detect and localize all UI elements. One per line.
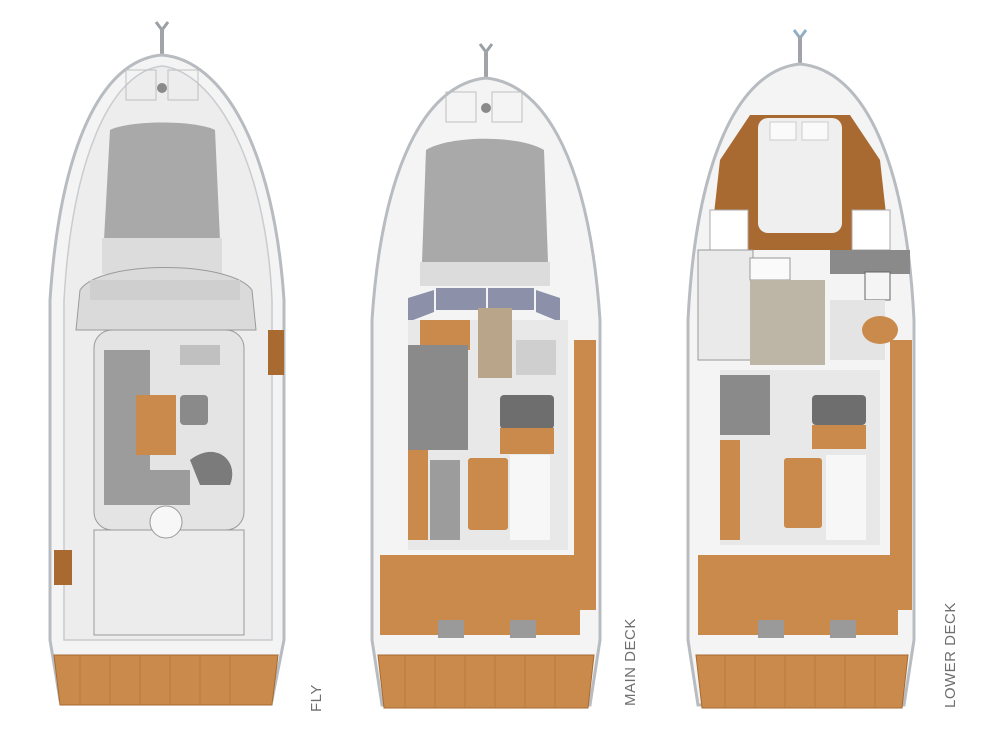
main-deck-label: MAIN DECK — [622, 618, 639, 706]
fly-deck-plan — [40, 0, 300, 742]
fly-label: FLY — [308, 684, 325, 712]
lower-deck-plan — [680, 0, 930, 742]
main-deck-plan — [360, 0, 610, 742]
lower-deck-label: LOWER DECK — [942, 602, 959, 708]
